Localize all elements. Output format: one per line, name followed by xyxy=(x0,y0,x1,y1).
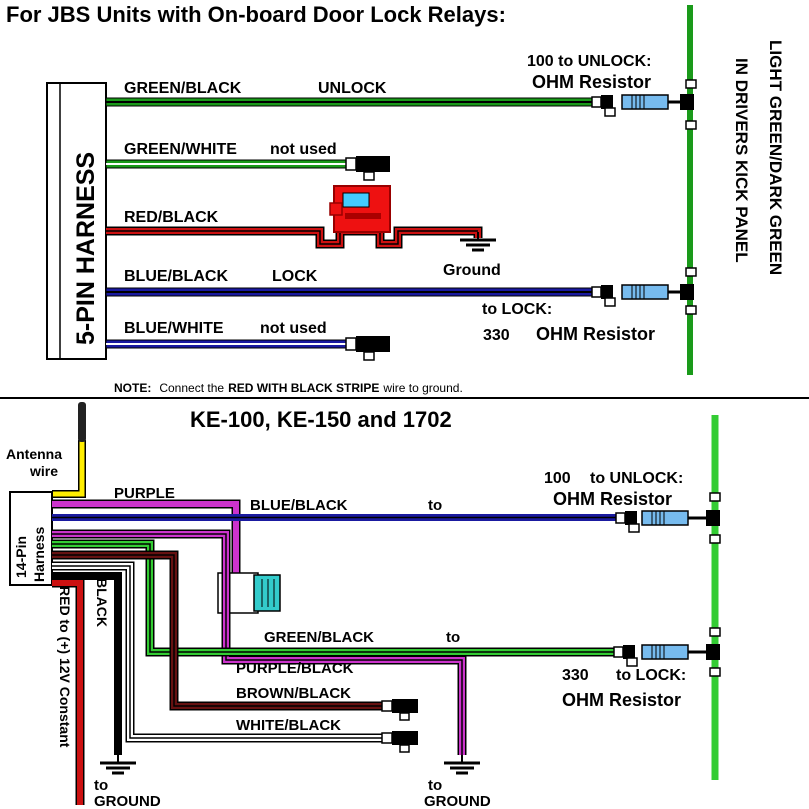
bottom-lock-resistor-label-2: OHM Resistor xyxy=(562,690,681,710)
top-green-black-wire xyxy=(105,97,599,107)
bottom-white-black-label: WHITE/BLACK xyxy=(236,717,341,734)
bottom-ground-label-1: GROUND xyxy=(94,793,161,809)
relay-icon xyxy=(329,185,391,233)
bottom-unlock-tap xyxy=(706,510,720,526)
bottom-purple-black-label: PURPLE/BLACK xyxy=(236,660,354,677)
top-green-white-cap xyxy=(356,156,390,172)
bottom-blue-black-wire xyxy=(52,514,620,521)
bottom-green-black-wire xyxy=(52,539,620,657)
bottom-black-label: BLACK xyxy=(94,578,110,627)
top-green-white-wire xyxy=(105,159,357,169)
bottom-purple-wire xyxy=(52,499,241,575)
top-green-black-label: GREEN/BLACK xyxy=(124,80,242,97)
bottom-unlock-resistor-label-2: OHM Resistor xyxy=(553,489,672,509)
bottom-brown-black-label: BROWN/BLACK xyxy=(236,685,351,702)
top-ground-label: Ground xyxy=(443,262,501,279)
bottom-red-label: RED to (+) 12V Constant xyxy=(57,586,73,748)
antenna-label-2: wire xyxy=(29,463,58,479)
bottom-ground-icon-2 xyxy=(442,753,482,775)
bottom-brown-black-wire xyxy=(52,550,392,711)
bottom-ground-to-1: to xyxy=(94,777,108,794)
top-lock-resistor-value: 330 xyxy=(483,327,510,344)
bottom-lock-connector xyxy=(613,644,638,667)
top-lock-label: LOCK xyxy=(272,268,318,285)
top-green-white-note: not used xyxy=(270,141,337,158)
bottom-white-black-cap xyxy=(392,731,418,745)
antenna-wire xyxy=(52,440,85,497)
bottom-unlock-resistor-value: 100 xyxy=(544,470,571,487)
top-lock-tap xyxy=(680,284,694,300)
bottom-unlock-connector xyxy=(615,510,640,533)
top-red-black-label: RED/BLACK xyxy=(124,209,219,226)
top-unlock-resistor-label-2: OHM Resistor xyxy=(532,72,651,92)
top-vertical-label-2: IN DRIVERS KICK PANEL xyxy=(732,58,751,263)
bottom-lock-resistor-label-1: to LOCK: xyxy=(616,667,686,684)
bottom-purple-black-wire xyxy=(52,529,467,755)
relay-module-icon xyxy=(217,572,281,614)
bottom-unlock-resistor-label-1: to UNLOCK: xyxy=(590,470,683,487)
top-blue-white-note: not used xyxy=(260,320,327,337)
fourteen-pin-harness xyxy=(9,491,53,586)
bottom-lock-resistor xyxy=(641,644,689,660)
top-title: For JBS Units with On-board Door Lock Re… xyxy=(6,2,506,27)
top-blue-black-label: BLUE/BLACK xyxy=(124,268,228,285)
top-unlock-resistor-label-1: 100 to UNLOCK: xyxy=(527,53,651,70)
top-unlock-connector xyxy=(591,94,616,117)
top-vertical-label-1: LIGHT GREEN/DARK GREEN xyxy=(766,40,785,275)
bottom-white-black-wire xyxy=(52,561,392,743)
bottom-to-label-1: to xyxy=(428,497,442,514)
bottom-ground-icon-1 xyxy=(98,753,138,775)
five-pin-harness-label: 5-PIN HARNESS xyxy=(72,152,100,345)
bottom-title: KE-100, KE-150 and 1702 xyxy=(190,407,452,432)
top-lock-resistor-label-2: OHM Resistor xyxy=(536,324,655,344)
top-lock-resistor xyxy=(621,284,669,300)
bottom-to-label-2: to xyxy=(446,629,460,646)
top-unlock-label: UNLOCK xyxy=(318,80,387,97)
top-unlock-resistor xyxy=(621,94,669,110)
bottom-green-black-label: GREEN/BLACK xyxy=(264,629,374,646)
bottom-ground-label-2: GROUND xyxy=(424,793,491,809)
antenna-tip xyxy=(78,402,86,442)
top-blue-white-cap xyxy=(356,336,390,352)
top-blue-white-label: BLUE/WHITE xyxy=(124,320,224,337)
top-red-black-wire xyxy=(106,226,483,249)
top-blue-white-wire xyxy=(105,339,357,349)
bottom-black-wire xyxy=(52,572,122,755)
antenna-label-1: Antenna xyxy=(6,446,62,462)
top-green-white-label: GREEN/WHITE xyxy=(124,141,237,158)
top-blue-black-wire xyxy=(105,287,599,297)
bottom-brown-black-cap xyxy=(392,699,418,713)
fourteen-pin-label-2: Harness xyxy=(31,527,47,582)
bottom-lock-resistor-value: 330 xyxy=(562,667,589,684)
top-lock-connector xyxy=(591,284,616,307)
top-unlock-tap xyxy=(680,94,694,110)
bottom-ground-to-2: to xyxy=(428,777,442,794)
bottom-unlock-resistor xyxy=(641,510,689,526)
five-pin-harness xyxy=(46,82,107,360)
bottom-purple-label: PURPLE xyxy=(114,485,175,502)
bottom-lock-tap xyxy=(706,644,720,660)
top-lock-resistor-label-1: to LOCK: xyxy=(482,301,552,318)
bottom-blue-black-label: BLUE/BLACK xyxy=(250,497,348,514)
bottom-red-wire xyxy=(52,580,83,805)
fourteen-pin-label-1: 14-Pin xyxy=(13,536,29,578)
